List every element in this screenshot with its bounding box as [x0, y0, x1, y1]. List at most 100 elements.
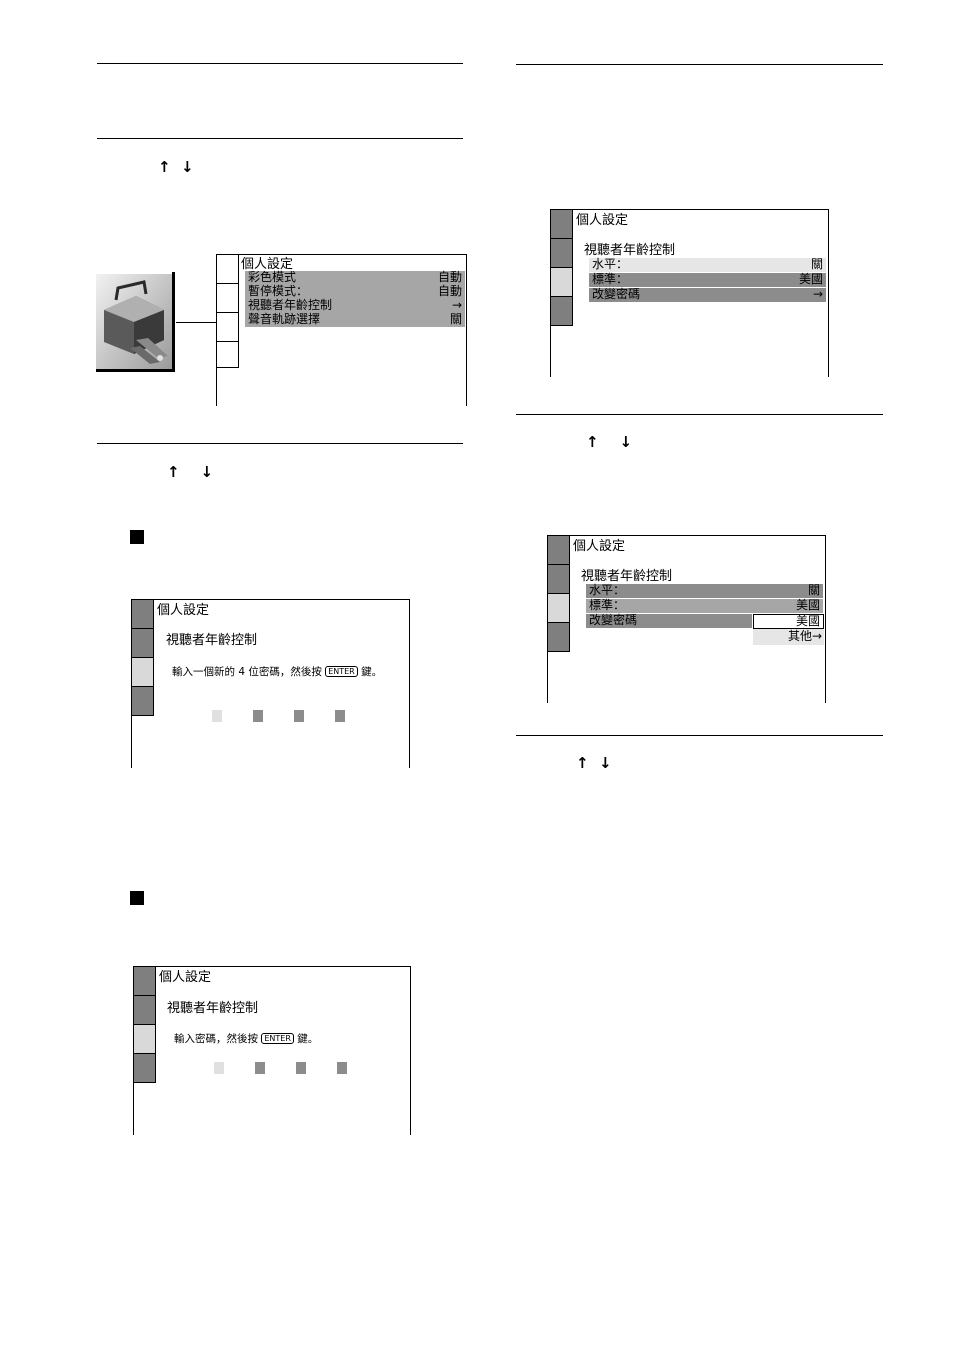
osd-new-password: 個人設定 視聽者年齡控制 輸入一個新的 4 位密碼，然後按 ENTER 鍵。: [131, 599, 410, 768]
osd-tab: [548, 594, 570, 623]
up-down-arrows: ↑ ↓: [586, 434, 632, 450]
osd-title: 個人設定: [576, 213, 629, 228]
rule: [97, 138, 463, 139]
up-arrow-icon: ↑: [158, 158, 171, 176]
rule: [97, 63, 463, 64]
osd-tab: [217, 284, 239, 313]
osd-tab: [551, 210, 573, 239]
osd-tab: [134, 967, 156, 996]
row-label: 標準：: [592, 272, 629, 286]
password-digit-slot[interactable]: [335, 710, 345, 722]
connector-line: [176, 322, 226, 323]
osd-menu-row[interactable]: 視聽者年齡控制 →: [245, 299, 465, 313]
osd-menu-row[interactable]: 水平： 關: [586, 584, 823, 598]
row-value: 美國: [798, 272, 823, 286]
rule: [516, 735, 883, 736]
osd-tab: [134, 1025, 156, 1054]
rule: [97, 443, 463, 444]
row-value: 關: [807, 583, 820, 597]
down-arrow-icon: ↓: [599, 754, 612, 772]
password-digit-slot[interactable]: [212, 710, 222, 722]
osd-subtitle: 視聽者年齡控制: [166, 633, 258, 648]
osd-tab: [132, 600, 154, 629]
osd-subtitle: 視聽者年齡控制: [584, 243, 676, 258]
osd-tab: [551, 268, 573, 297]
osd-tab: [217, 255, 239, 284]
up-down-arrows: ↑ ↓: [158, 159, 194, 175]
option-label: 其他→: [787, 629, 822, 643]
osd-parental-level: 個人設定 視聽者年齡控制 水平： 關 標準： 美國 改變密碼 →: [550, 209, 829, 377]
osd-title: 個人設定: [241, 257, 294, 272]
prompt-suffix: 鍵。: [361, 666, 383, 678]
password-prompt: 輸入一個新的 4 位密碼，然後按 ENTER 鍵。: [172, 666, 382, 678]
option-selected[interactable]: 美國: [753, 614, 824, 629]
password-digit-slot[interactable]: [294, 710, 304, 722]
up-arrow-icon: ↑: [586, 433, 599, 451]
option-item[interactable]: 其他→: [753, 629, 824, 645]
osd-tab: [548, 623, 570, 652]
osd-tab: [134, 996, 156, 1025]
osd-tab: [551, 239, 573, 268]
row-label: 標準：: [589, 598, 626, 612]
up-down-arrows: ↑ ↓: [576, 755, 612, 771]
osd-setup-custom: 個人設定 彩色模式 自動 暫停模式： 自動 視聽者年齡控制 → 聲音軌跡選擇 關: [216, 254, 467, 406]
row-value: 關: [810, 257, 823, 271]
enter-key-icon: ENTER: [325, 666, 358, 677]
rule: [516, 64, 883, 65]
row-label: 水平：: [589, 583, 626, 597]
square-bullet-icon: [130, 891, 144, 905]
osd-tab: [132, 629, 154, 658]
osd-tab: [134, 1054, 156, 1083]
osd-tabs: [548, 536, 570, 652]
osd-menu-row[interactable]: 聲音軌跡選擇 關: [245, 313, 465, 327]
password-digit-slot[interactable]: [296, 1062, 306, 1074]
osd-tab: [132, 658, 154, 687]
row-label: 視聽者年齡控制: [248, 298, 333, 312]
toolbox-illustration: [96, 270, 176, 372]
row-label: 改變密碼: [592, 287, 641, 301]
osd-tab: [217, 313, 239, 342]
osd-menu-row[interactable]: 標準： 美國: [589, 273, 826, 287]
option-label: 美國: [795, 614, 820, 628]
rule: [516, 414, 883, 415]
osd-menu-row[interactable]: 暫停模式： 自動: [245, 285, 465, 299]
password-digit-slot[interactable]: [255, 1062, 265, 1074]
osd-menu-row[interactable]: 標準： 美國: [586, 599, 823, 613]
osd-tab: [551, 297, 573, 326]
osd-menu-row[interactable]: 水平： 關: [589, 258, 826, 272]
osd-menu-row[interactable]: 彩色模式 自動: [245, 271, 465, 285]
osd-standard-select: 個人設定 視聽者年齡控制 水平： 關 標準： 美國 改變密碼 美國 其他→: [547, 535, 826, 703]
osd-tabs: [217, 255, 239, 368]
row-label: 改變密碼: [589, 613, 638, 627]
row-value: →: [451, 298, 462, 312]
prompt-suffix: 鍵。: [297, 1033, 319, 1045]
row-value: 自動: [437, 284, 462, 298]
osd-menu-row[interactable]: 改變密碼: [586, 614, 752, 628]
osd-enter-password: 個人設定 視聽者年齡控制 輸入密碼，然後按 ENTER 鍵。: [133, 966, 411, 1135]
osd-title: 個人設定: [159, 970, 212, 985]
up-arrow-icon: ↑: [167, 463, 180, 481]
down-arrow-icon: ↓: [619, 433, 633, 451]
osd-subtitle: 視聽者年齡控制: [581, 569, 673, 584]
osd-tabs: [132, 600, 154, 716]
osd-tabs: [134, 967, 156, 1083]
osd-title: 個人設定: [157, 603, 210, 618]
password-prompt: 輸入密碼，然後按 ENTER 鍵。: [174, 1033, 318, 1045]
password-digit-slot[interactable]: [253, 710, 263, 722]
osd-tab: [132, 687, 154, 716]
osd-menu-row[interactable]: 改變密碼 →: [589, 288, 826, 302]
osd-tab: [217, 342, 239, 368]
osd-title: 個人設定: [573, 539, 626, 554]
osd-tabs: [551, 210, 573, 326]
osd-tab: [548, 536, 570, 565]
prompt-text: 輸入密碼，然後按: [174, 1033, 258, 1045]
password-digit-slot[interactable]: [337, 1062, 347, 1074]
password-digit-slot[interactable]: [214, 1062, 224, 1074]
row-label: 水平：: [592, 257, 629, 271]
up-arrow-icon: ↑: [576, 754, 589, 772]
row-label: 暫停模式：: [248, 284, 309, 298]
toolbox-icon: [96, 272, 175, 372]
row-value: →: [812, 287, 823, 301]
row-value: 自動: [437, 270, 462, 284]
up-down-arrows: ↑ ↓: [167, 464, 213, 480]
